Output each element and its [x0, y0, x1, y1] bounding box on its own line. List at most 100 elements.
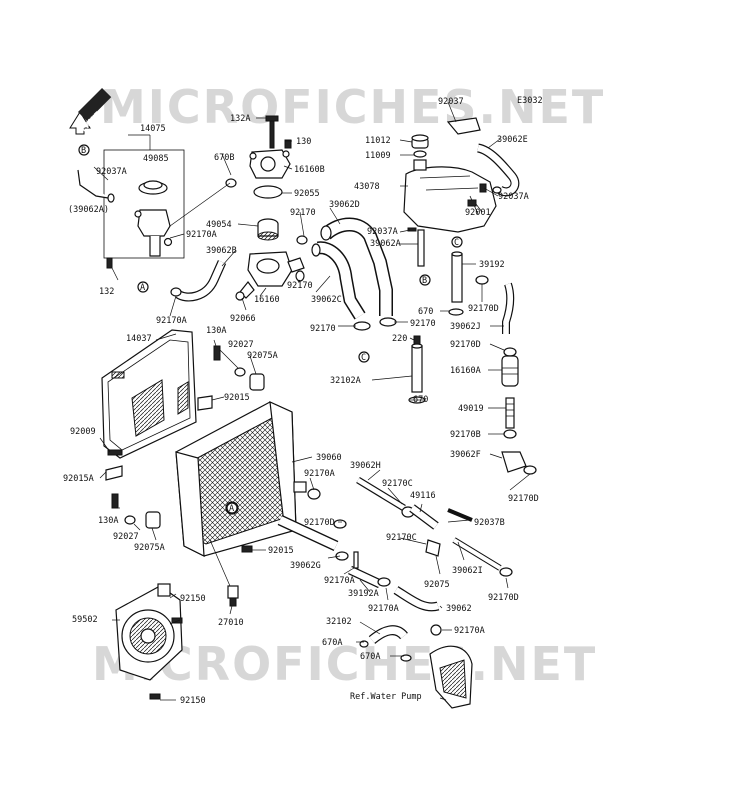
label-16160b: 16160B: [294, 165, 325, 175]
label-14075: 14075: [140, 124, 166, 134]
label-92170a-right: 92170A: [304, 469, 335, 479]
label-32102: 32102: [326, 617, 352, 627]
label-670-b: 670: [413, 395, 428, 405]
label-14037: 14037: [126, 334, 152, 344]
label-39062c: 39062C: [311, 295, 342, 305]
label-92037a-left: 92037A: [96, 167, 127, 177]
label-92170c: 92170C: [382, 479, 413, 489]
label-39062f: 39062F: [450, 450, 481, 460]
label-92170c-b: 92170C: [386, 533, 417, 543]
svg-text:A: A: [140, 283, 145, 293]
label-92037a-right: 92037A: [498, 192, 529, 202]
label-32102a: 32102A: [330, 376, 361, 386]
label-92150: 92150: [180, 594, 206, 604]
label-92015a: 92015A: [63, 474, 94, 484]
label-132a: 132A: [230, 114, 250, 124]
label-39062b: 39062B: [206, 246, 237, 256]
label-670a: 670A: [322, 638, 342, 648]
label-16160a: 16160A: [450, 366, 481, 376]
label-92055: 92055: [294, 189, 320, 199]
label-92037b: 92037B: [474, 518, 505, 528]
pipe-32102a: [408, 335, 426, 404]
label-92001: 92001: [465, 208, 491, 218]
label-670b: 670B: [214, 153, 234, 163]
label-92170a-left: 92170A: [186, 230, 217, 240]
label-92170d-e: 92170D: [488, 593, 519, 603]
label-11009: 11009: [365, 151, 391, 161]
svg-text:A: A: [229, 504, 234, 514]
label-27010: 27010: [218, 618, 244, 628]
label-92170d-b: 92170D: [450, 340, 481, 350]
radiator-shroud: [101, 329, 197, 459]
leader-lines: [93, 101, 531, 701]
label-130a: 130A: [206, 326, 226, 336]
label-92009: 92009: [70, 427, 96, 437]
label-130a-b: 130A: [98, 516, 118, 526]
label-39062h: 39062H: [350, 461, 381, 471]
watermark-top: MICROFICHES.NET: [100, 80, 605, 134]
label-92027: 92027: [228, 340, 254, 350]
label-49054: 49054: [206, 220, 232, 230]
label-39060: 39060: [316, 453, 342, 463]
label-16160: 16160: [254, 295, 280, 305]
label-92075: 92075: [424, 580, 450, 590]
svg-text:C: C: [361, 353, 366, 363]
label-220: 220: [392, 334, 407, 344]
label-92170a-under-a: 92170A: [156, 316, 187, 326]
label-130: 130: [296, 137, 311, 147]
diagram-code: E3032: [517, 96, 543, 106]
label-670: 670: [418, 307, 433, 317]
svg-text:C: C: [454, 238, 459, 248]
label-39062j: 39062J: [450, 322, 481, 332]
label-39062a-mid: 39062A: [370, 239, 401, 249]
label-92170d-c: 92170D: [508, 494, 539, 504]
bypass-pipe-assembly: [448, 251, 537, 475]
label-11012: 11012: [365, 136, 391, 146]
hoses-upper: [311, 217, 397, 331]
label-39062e: 39062E: [497, 135, 528, 145]
label-92170-a: 92170: [290, 208, 316, 218]
reserve-tank: [403, 117, 520, 267]
label-92170b: 92170B: [450, 430, 481, 440]
svg-text:B: B: [422, 276, 427, 286]
mounting-hardware: [105, 345, 265, 553]
label-92037a-mid: 92037A: [367, 227, 398, 237]
label-49019: 49019: [458, 404, 484, 414]
label-92170a-b: 92170A: [368, 604, 399, 614]
label-39192a: 39192A: [348, 589, 379, 599]
label-92150-b: 92150: [180, 696, 206, 706]
callout-markers: B A C B C A: [78, 144, 463, 514]
label-39062d: 39062D: [329, 200, 360, 210]
label-39062: 39062: [446, 604, 472, 614]
fan-switch: [227, 585, 239, 607]
label-92170a-mid: 92170A: [324, 576, 355, 586]
label-39062i: 39062I: [452, 566, 483, 576]
label-92170a-c: 92170A: [454, 626, 485, 636]
label-670a-b: 670A: [360, 652, 380, 662]
part-labels: 132A 130 16160B 92055 14075 49085 670B 9…: [63, 97, 539, 706]
label-ref-water-pump: Ref.Water Pump: [350, 692, 422, 702]
radiator-fan: [115, 583, 183, 700]
thermostat-housing-assembly: [77, 134, 185, 269]
label-92027-b: 92027: [113, 532, 139, 542]
label-92015: 92015: [224, 393, 250, 403]
label-92170-d: 92170: [410, 319, 436, 329]
label-92075a-b: 92075A: [134, 543, 165, 553]
lower-hoses: [277, 477, 513, 662]
label-39192: 39192: [479, 260, 505, 270]
label-59502: 59502: [72, 615, 98, 625]
label-49116: 49116: [410, 491, 436, 501]
label-92170-c: 92170: [310, 324, 336, 334]
svg-text:B: B: [81, 146, 86, 156]
label-39062a-ref: (39062A): [68, 205, 109, 215]
label-49085: 49085: [143, 154, 169, 164]
label-92170d-d: 92170D: [304, 518, 335, 528]
label-92170-b: 92170: [287, 281, 313, 291]
label-132: 132: [99, 287, 114, 297]
label-43078: 43078: [354, 182, 380, 192]
label-92066: 92066: [230, 314, 256, 324]
label-92075a: 92075A: [247, 351, 278, 361]
label-92037: 92037: [438, 97, 464, 107]
label-92015-b: 92015: [268, 546, 294, 556]
